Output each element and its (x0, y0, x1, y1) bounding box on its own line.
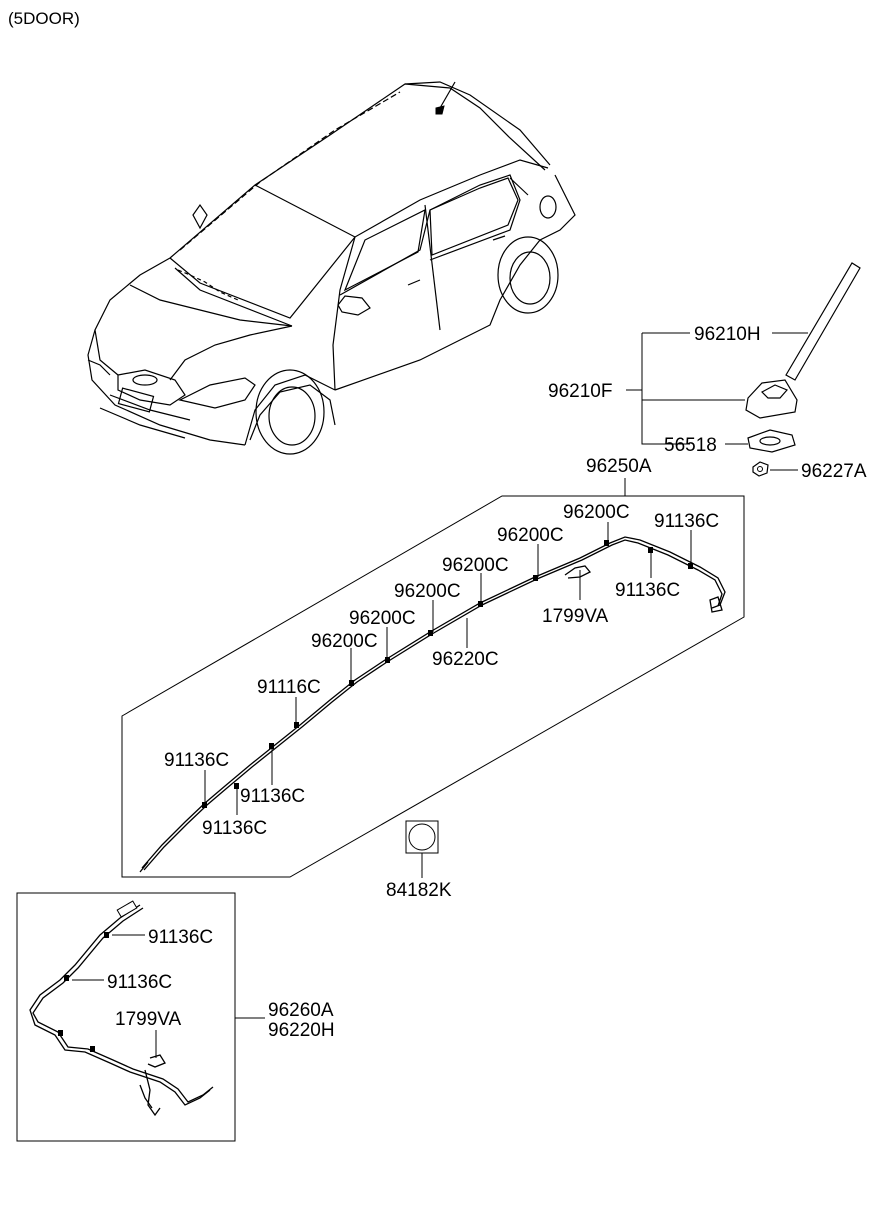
part-96200C-6: 96200C (311, 631, 378, 652)
part-96210H: 96210H (694, 324, 761, 345)
part-56518: 56518 (664, 435, 717, 456)
part-96220H: 96220H (268, 1020, 335, 1041)
part-91136C-2: 91136C (615, 580, 680, 601)
part-96200C-4: 96200C (394, 581, 461, 602)
plug-84182K (405, 820, 439, 854)
roof-wire-harness (139, 536, 726, 873)
roof-wire-box (121, 495, 745, 878)
part-91136C-1: 91136C (654, 511, 719, 532)
part-84182K: 84182K (386, 880, 452, 901)
roof-antenna-assembly (745, 262, 861, 477)
part-96260A: 96260A (268, 1000, 334, 1021)
part-96200C-2: 96200C (497, 525, 564, 546)
model-header: (5DOOR) (8, 9, 80, 28)
part-96200C-3: 96200C (442, 555, 509, 576)
part-91136C-7: 91136C (107, 972, 172, 993)
part-91136C-6: 91136C (148, 927, 213, 948)
part-91116C: 91116C (257, 677, 321, 698)
part-96210F: 96210F (548, 381, 612, 402)
wagon-wire-box (16, 892, 236, 1142)
wagon-wire-harness (29, 900, 214, 1117)
part-96200C-5: 96200C (349, 608, 416, 629)
part-96250A: 96250A (586, 456, 652, 477)
part-91136C-5: 91136C (202, 818, 267, 839)
car-illustration (87, 81, 576, 455)
part-91136C-3: 91136C (164, 750, 229, 771)
part-96220C: 96220C (432, 649, 499, 670)
part-96227A: 96227A (801, 461, 867, 482)
part-1799VA-2: 1799VA (115, 1009, 182, 1030)
part-91136C-4: 91136C (240, 786, 305, 807)
part-96200C-1: 96200C (563, 502, 630, 523)
part-1799VA-1: 1799VA (542, 606, 609, 627)
